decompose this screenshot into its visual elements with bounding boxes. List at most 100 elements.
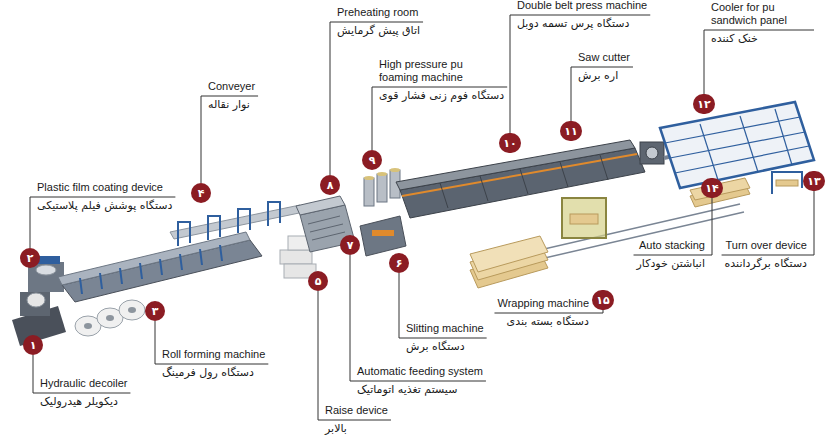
part-label-fa: سیستم تغذیه اتوماتیک	[357, 383, 457, 397]
foaming-machine	[364, 168, 400, 206]
part-label: Plastic film coating device	[37, 181, 163, 195]
callout-text: ۱۲	[697, 99, 710, 110]
leader-line	[318, 420, 391, 421]
callout-number: ۴	[191, 183, 211, 203]
turn-over-device	[772, 172, 802, 194]
leader-line	[372, 87, 373, 150]
callout-number: ۹	[362, 150, 382, 170]
conveyer	[170, 202, 304, 246]
part-label: Hydraulic decoiler	[40, 377, 127, 391]
part-label-fa: خنک کننده	[711, 32, 758, 46]
part-label: Double belt press machine	[517, 0, 647, 13]
callout-text: ۱۰	[503, 138, 516, 149]
leader-line	[399, 273, 400, 338]
panel-stacks	[470, 236, 548, 288]
callout-text: ۱۱	[564, 126, 577, 137]
auto-stacking	[690, 178, 750, 207]
leader-line	[814, 191, 815, 255]
leader-line	[571, 67, 633, 68]
leader-line	[634, 255, 712, 256]
leader-line	[510, 15, 511, 133]
part-label-fa: دستگاه پرس تسمه دوبل	[517, 17, 629, 31]
callout-number: ۷	[340, 235, 360, 255]
callout-text: ۸	[327, 180, 334, 191]
callout-text: ۶	[396, 258, 403, 269]
leader-line	[350, 381, 486, 382]
leader-line	[510, 15, 650, 16]
callout-number: ۱۲	[693, 94, 715, 114]
leader-line	[201, 96, 258, 97]
roll-forming-machine	[58, 232, 262, 302]
callout-text: ۹	[369, 155, 376, 166]
double-belt-press	[396, 140, 645, 218]
callout-number: ۱۰	[499, 133, 521, 153]
leader-line	[155, 364, 268, 365]
leader-line	[30, 197, 31, 248]
leader-line	[712, 198, 713, 255]
part-label-fa: دستگاه پوشش فیلم پلاستیکی	[37, 199, 172, 213]
leader-line	[494, 313, 603, 314]
callout-number: ۶	[389, 253, 409, 273]
part-label-fa: اره برش	[578, 69, 618, 83]
part-label: High pressure pu foaming machine	[379, 58, 479, 86]
callout-number: ۱۱	[560, 121, 582, 141]
part-label: Auto stacking	[639, 239, 705, 253]
callout-text: ۵	[315, 276, 322, 287]
part-label-fa: دستگاه برش	[406, 340, 465, 354]
callout-text: ۷	[347, 240, 354, 251]
leader-line	[372, 87, 507, 88]
leader-line	[603, 310, 604, 313]
leader-line	[571, 67, 572, 121]
leader-line	[330, 22, 423, 23]
part-label: Raise device	[325, 404, 388, 418]
callout-text: ۳	[152, 306, 159, 317]
callout-text: ۱۴	[705, 183, 718, 194]
part-label: Slitting machine	[406, 322, 484, 336]
leader-line	[30, 197, 175, 198]
part-label-fa: دیکویلر هیدرولیک	[40, 395, 118, 409]
callout-number: ۱۵	[592, 290, 614, 310]
part-label: Turn over device	[725, 239, 807, 253]
callout-text: ۴	[198, 188, 205, 199]
part-label: Automatic feeding system	[357, 365, 483, 379]
callout-number: ۵	[308, 271, 328, 291]
leader-line	[33, 355, 34, 393]
callout-text: ۲	[27, 253, 34, 264]
callout-number: ۱	[23, 335, 43, 355]
part-label-fa: دستگاه بسته بندی	[507, 315, 589, 329]
callout-number: ۲	[20, 248, 40, 268]
callout-number: ۱۴	[701, 178, 723, 198]
part-label: Saw cutter	[578, 51, 630, 65]
part-label-fa: نوار نقاله	[208, 98, 250, 112]
callout-text: ۱۵	[596, 295, 609, 306]
callout-text: ۱۳	[807, 176, 820, 187]
part-label-fa: اتاق پیش گرمایش	[337, 24, 420, 38]
part-label: Conveyer	[208, 80, 255, 94]
part-label-fa: انباشتن خودکار	[637, 257, 705, 271]
callout-number: ۳	[145, 301, 165, 321]
slitting-machine	[360, 216, 406, 256]
callout-text: ۱	[30, 340, 37, 351]
cooler	[660, 102, 814, 188]
leader-line	[318, 291, 319, 420]
callout-number: ۱۳	[803, 171, 825, 191]
part-label: Cooler for pu sandwich panel	[711, 1, 811, 29]
part-label: Preheating room	[337, 6, 418, 20]
part-label-fa: دستگاه فوم زنی فشار قوی	[379, 89, 504, 103]
steel-coils	[75, 300, 145, 336]
part-label-fa: دستگاه رول فرمینگ	[162, 366, 254, 380]
leader-line	[722, 255, 814, 256]
leader-line	[399, 338, 487, 339]
wrapping-machine	[562, 198, 606, 238]
leader-line	[350, 255, 351, 381]
leader-line	[330, 22, 331, 175]
part-label-fa: دستگاه برگرداننده	[725, 257, 807, 271]
leader-line	[704, 30, 814, 31]
leader-line	[155, 321, 156, 364]
leader-line	[201, 96, 202, 183]
leader-line	[704, 30, 705, 94]
part-label: Roll forming machine	[162, 348, 265, 362]
part-label: Wrapping machine	[497, 297, 589, 311]
callout-number: ۸	[320, 175, 340, 195]
